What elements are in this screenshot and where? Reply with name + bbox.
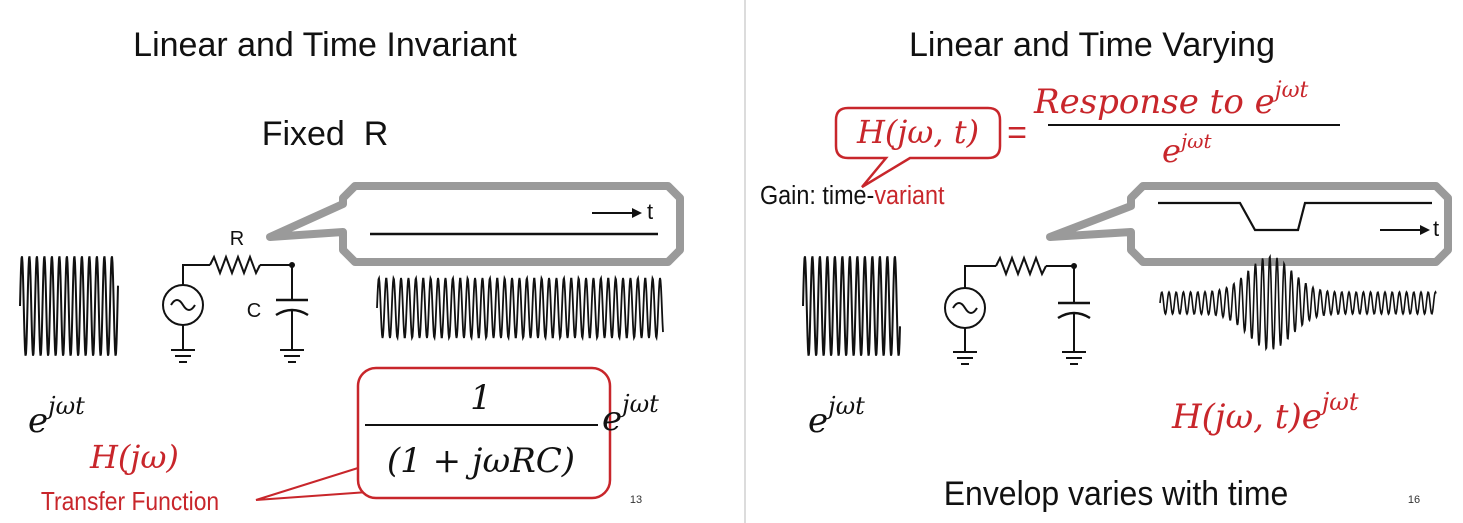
right-equals-sign: = bbox=[1007, 114, 1027, 152]
left-transfer-callout bbox=[255, 467, 369, 501]
right-h-label: H(jω, t) bbox=[856, 113, 979, 151]
right-page-number: 16 bbox=[1408, 494, 1420, 506]
right-time-label: t bbox=[1433, 216, 1439, 241]
left-fraction-numerator: 1 bbox=[470, 378, 492, 418]
left-output-exponent: jωt bbox=[617, 390, 659, 418]
right-response-text: Response to e bbox=[1033, 82, 1275, 122]
left-transfer-caption: Transfer Function bbox=[41, 488, 219, 517]
left-ground-icon-2 bbox=[280, 349, 304, 363]
right-gain-highlight: variant bbox=[874, 182, 944, 210]
left-input-base: e bbox=[28, 401, 48, 441]
right-response-exponent: jωt bbox=[1270, 78, 1309, 103]
left-rc-circuit: R C bbox=[162, 228, 309, 363]
right-resistor-icon bbox=[995, 255, 1047, 277]
right-response-numerator: Response to ejωt bbox=[1033, 78, 1309, 122]
left-resistor-label: R bbox=[230, 228, 244, 250]
right-time-varying-gain-line bbox=[1158, 201, 1432, 232]
left-output-base: e bbox=[602, 399, 622, 439]
right-input-expression: ejωt bbox=[808, 392, 865, 441]
right-ground-icon bbox=[953, 351, 977, 365]
left-input-sinusoid bbox=[19, 256, 119, 356]
left-time-label: t bbox=[647, 199, 653, 224]
left-resistance-bubble bbox=[266, 182, 684, 266]
left-ground-icon bbox=[171, 349, 195, 363]
left-fraction-denominator: (1 + jωRC) bbox=[387, 441, 575, 481]
left-output-expression: ejωt bbox=[602, 390, 659, 439]
left-title: Linear and Time Invariant bbox=[133, 26, 517, 64]
left-subtitle: Fixed R bbox=[262, 115, 389, 153]
right-ground-icon-2 bbox=[1062, 351, 1086, 365]
right-h-callout-box bbox=[834, 106, 1002, 189]
right-input-sinusoid bbox=[802, 256, 901, 356]
right-output-expression: H(jω, t)ejωt bbox=[1171, 388, 1359, 437]
right-gain-label: Gain: time-variant bbox=[760, 182, 945, 210]
right-modulated-output bbox=[1159, 253, 1437, 352]
right-time-arrowhead bbox=[1420, 225, 1430, 235]
right-output-exponent: jωt bbox=[1317, 388, 1359, 416]
right-caption: Envelop varies with time bbox=[944, 474, 1288, 512]
right-title: Linear and Time Varying bbox=[909, 26, 1275, 64]
left-input-expression: ejωt bbox=[28, 392, 85, 441]
right-output-base: H(jω, t)e bbox=[1171, 397, 1322, 437]
left-slide: Linear and Time Invariant Fixed R t bbox=[19, 26, 684, 517]
left-output-sinusoid bbox=[376, 274, 664, 342]
right-slide: Linear and Time Varying H(jω, t) = Respo… bbox=[760, 26, 1452, 512]
right-response-denominator: ejωt bbox=[1162, 129, 1212, 170]
left-page-number: 13 bbox=[630, 494, 642, 506]
left-resistor-icon bbox=[209, 254, 261, 276]
left-input-exponent: jωt bbox=[43, 392, 85, 420]
left-capacitor-label: C bbox=[247, 300, 261, 322]
right-gain-bubble bbox=[1046, 182, 1452, 266]
right-denominator-base: e bbox=[1162, 132, 1181, 170]
left-time-arrowhead bbox=[632, 208, 642, 218]
right-gain-prefix: Gain: time- bbox=[760, 182, 874, 210]
right-input-base: e bbox=[808, 401, 828, 441]
right-input-exponent: jωt bbox=[823, 392, 865, 420]
left-transfer-symbol: H(jω) bbox=[89, 438, 179, 476]
left-transfer-function-box bbox=[356, 366, 612, 500]
right-rc-circuit bbox=[944, 255, 1091, 365]
right-denominator-exponent: jωt bbox=[1177, 129, 1213, 153]
